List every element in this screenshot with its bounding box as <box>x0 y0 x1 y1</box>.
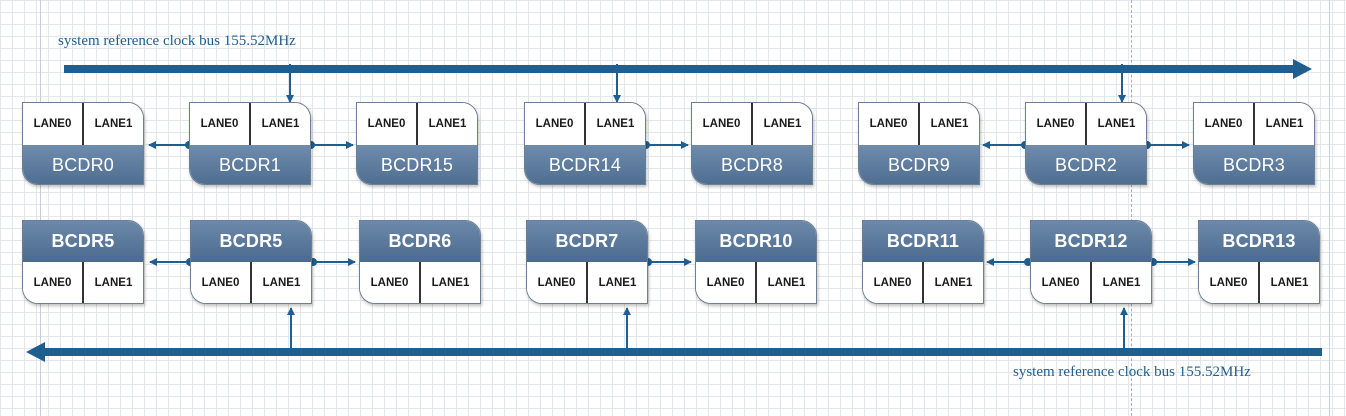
page-margin-right <box>1329 0 1330 416</box>
lane1-label: LANE1 <box>250 262 311 303</box>
bcdr-node-top-1[interactable]: LANE0 LANE1 BCDR0 <box>22 102 144 185</box>
lane1-label: LANE1 <box>586 262 647 303</box>
bcdr-node-top-5[interactable]: LANE0 LANE1 BCDR8 <box>691 102 813 185</box>
lane1-label: LANE1 <box>1258 262 1319 303</box>
bcdr-node-bottom-4[interactable]: BCDR7 LANE0 LANE1 <box>526 220 648 304</box>
lane1-label: LANE1 <box>416 103 477 145</box>
top-bus-arrowhead <box>1293 59 1312 79</box>
bcdr-title: BCDR14 <box>525 145 645 184</box>
lane1-label: LANE1 <box>419 262 480 303</box>
lane1-label: LANE1 <box>1085 103 1146 145</box>
bcdr-title: BCDR15 <box>357 145 477 184</box>
bcdr-node-bottom-5[interactable]: BCDR10 LANE0 LANE1 <box>695 220 817 304</box>
bcdr-title: BCDR13 <box>1199 221 1319 262</box>
lane0-label: LANE0 <box>367 118 406 130</box>
bcdr-node-bottom-8[interactable]: BCDR13 LANE0 LANE1 <box>1198 220 1320 304</box>
bottom-bus-label: system reference clock bus 155.52MHz <box>1013 364 1251 380</box>
bcdr-title: BCDR7 <box>527 221 647 262</box>
bcdr-node-top-4[interactable]: LANE0 LANE1 BCDR14 <box>524 102 646 185</box>
lane1-label: LANE1 <box>249 103 310 145</box>
lane1-label: LANE1 <box>82 262 143 303</box>
lane0-label: LANE0 <box>1204 118 1243 130</box>
bcdr-node-bottom-1[interactable]: BCDR5 LANE0 LANE1 <box>22 220 144 304</box>
lane1-label: LANE1 <box>1090 262 1151 303</box>
lane1-label: LANE1 <box>1253 103 1314 145</box>
lane1-label: LANE1 <box>82 103 143 145</box>
lane1-label: LANE1 <box>755 262 816 303</box>
bcdr-title: BCDR6 <box>360 221 480 262</box>
lane1-label: LANE1 <box>918 103 979 145</box>
lane0-label: LANE0 <box>537 277 576 289</box>
bcdr-node-top-8[interactable]: LANE0 LANE1 BCDR3 <box>1193 102 1315 185</box>
bcdr-node-bottom-7[interactable]: BCDR12 LANE0 LANE1 <box>1030 220 1152 304</box>
bottom-bus-arrowhead <box>26 342 45 362</box>
lane0-label: LANE0 <box>1036 118 1075 130</box>
lane1-label: LANE1 <box>751 103 812 145</box>
page-break-line <box>1131 0 1132 416</box>
bcdr-node-bottom-2[interactable]: BCDR5 LANE0 LANE1 <box>190 220 312 304</box>
bcdr-node-top-2[interactable]: LANE0 LANE1 BCDR1 <box>189 102 311 185</box>
bcdr-title: BCDR3 <box>1194 145 1314 184</box>
lane0-label: LANE0 <box>1041 277 1080 289</box>
lane0-label: LANE0 <box>33 118 72 130</box>
lane0-label: LANE0 <box>201 277 240 289</box>
lane0-label: LANE0 <box>706 277 745 289</box>
lane0-label: LANE0 <box>869 118 908 130</box>
top-bus-label: system reference clock bus 155.52MHz <box>58 33 296 49</box>
bcdr-title: BCDR5 <box>191 221 311 262</box>
bcdr-title: BCDR2 <box>1026 145 1146 184</box>
lane0-label: LANE0 <box>1209 277 1248 289</box>
lane0-label: LANE0 <box>370 277 409 289</box>
bcdr-title: BCDR8 <box>692 145 812 184</box>
bcdr-title: BCDR9 <box>859 145 979 184</box>
bcdr-node-top-3[interactable]: LANE0 LANE1 BCDR15 <box>356 102 478 185</box>
bcdr-title: BCDR11 <box>863 221 983 262</box>
bcdr-title: BCDR5 <box>23 221 143 262</box>
bcdr-title: BCDR1 <box>190 145 310 184</box>
page-margin-left <box>40 0 41 416</box>
bcdr-node-bottom-3[interactable]: BCDR6 LANE0 LANE1 <box>359 220 481 304</box>
bcdr-node-top-6[interactable]: LANE0 LANE1 BCDR9 <box>858 102 980 185</box>
lane1-label: LANE1 <box>584 103 645 145</box>
lane0-label: LANE0 <box>33 277 72 289</box>
lane0-label: LANE0 <box>200 118 239 130</box>
bottom-bus-rises <box>287 307 1128 350</box>
lane0-label: LANE0 <box>873 277 912 289</box>
lane1-label: LANE1 <box>922 262 983 303</box>
bcdr-node-top-7[interactable]: LANE0 LANE1 BCDR2 <box>1025 102 1147 185</box>
lane0-label: LANE0 <box>535 118 574 130</box>
lane0-label: LANE0 <box>702 118 741 130</box>
bcdr-title: BCDR12 <box>1031 221 1151 262</box>
bcdr-node-bottom-6[interactable]: BCDR11 LANE0 LANE1 <box>862 220 984 304</box>
top-bus-drops <box>286 64 1126 103</box>
bcdr-title: BCDR10 <box>696 221 816 262</box>
bcdr-title: BCDR0 <box>23 145 143 184</box>
